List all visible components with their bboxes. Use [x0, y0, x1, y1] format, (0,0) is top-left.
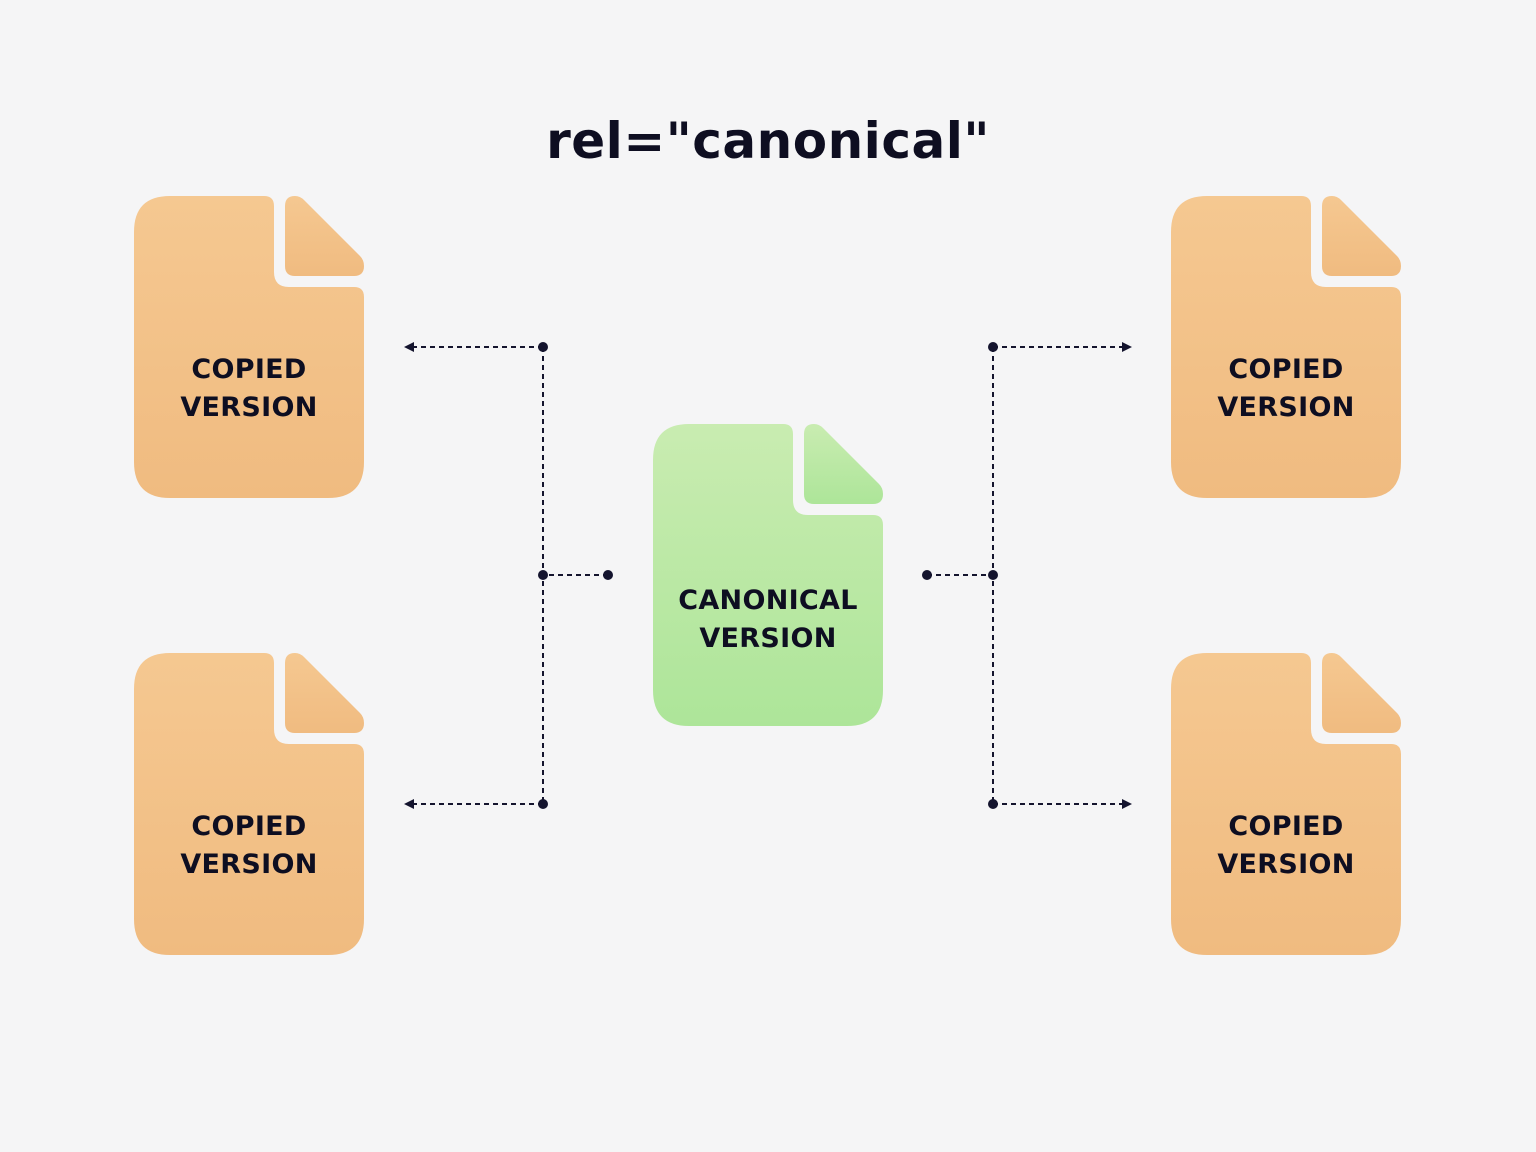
label-line-1: COPIED: [1228, 811, 1344, 842]
document-icon: [134, 196, 364, 498]
label-line-1: COPIED: [1228, 354, 1344, 385]
document-label: CANONICAL VERSION: [653, 582, 883, 658]
document-fold: [285, 196, 364, 276]
document-fold: [285, 653, 364, 733]
connector-junction-dot: [988, 570, 998, 580]
connector-dot: [922, 570, 932, 580]
document-fold: [804, 424, 883, 504]
connector-dot: [603, 570, 613, 580]
label-line-2: VERSION: [699, 623, 837, 654]
document-label: COPIED VERSION: [134, 808, 364, 884]
copied-version-document: COPIED VERSION: [134, 196, 364, 498]
document-body: [134, 653, 364, 955]
document-icon: [653, 424, 883, 726]
diagram-title: rel="canonical": [546, 112, 990, 170]
copied-version-document: COPIED VERSION: [1171, 653, 1401, 955]
label-line-1: COPIED: [191, 354, 307, 385]
document-icon: [1171, 653, 1401, 955]
document-label: COPIED VERSION: [1171, 808, 1401, 884]
connector-dot: [538, 799, 548, 809]
document-body: [1171, 653, 1401, 955]
document-icon: [1171, 196, 1401, 498]
connector-dot: [538, 342, 548, 352]
document-label: COPIED VERSION: [1171, 351, 1401, 427]
canonical-version-document: CANONICAL VERSION: [653, 424, 883, 726]
label-line-1: CANONICAL: [678, 585, 858, 616]
document-body: [1171, 196, 1401, 498]
document-body: [653, 424, 883, 726]
connector-dot: [988, 799, 998, 809]
copied-version-document: COPIED VERSION: [134, 653, 364, 955]
label-line-1: COPIED: [191, 811, 307, 842]
label-line-2: VERSION: [180, 849, 318, 880]
connector-dot: [988, 342, 998, 352]
label-line-2: VERSION: [1217, 392, 1355, 423]
label-line-2: VERSION: [1217, 849, 1355, 880]
connector-junction-dot: [538, 570, 548, 580]
document-fold: [1322, 653, 1401, 733]
copied-version-document: COPIED VERSION: [1171, 196, 1401, 498]
document-icon: [134, 653, 364, 955]
label-line-2: VERSION: [180, 392, 318, 423]
document-label: COPIED VERSION: [134, 351, 364, 427]
document-body: [134, 196, 364, 498]
document-fold: [1322, 196, 1401, 276]
